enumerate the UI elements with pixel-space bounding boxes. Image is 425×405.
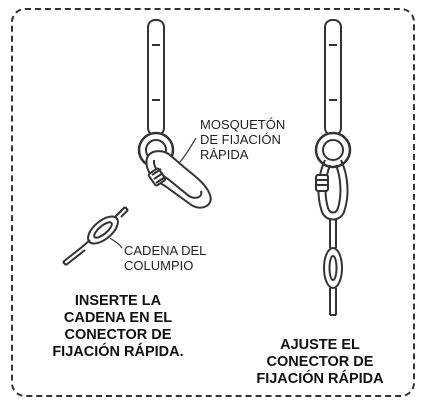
left-instruction-line-4: FIJACIÓN RÁPIDA.	[52, 344, 184, 360]
carabiner-label-line-2: DE FIJACIÓN	[200, 132, 281, 147]
left-instruction: INSERTE LA CADENA EN EL CONECTOR DE FIJA…	[30, 293, 206, 361]
chain-label: CADENA DEL COLUMPIO	[124, 243, 206, 273]
left-hanger-rod	[147, 19, 165, 136]
left-quick-link	[145, 150, 212, 209]
left-instruction-line-3: CONECTOR DE	[64, 327, 172, 343]
right-chain	[323, 220, 343, 316]
chain-label-line-1: CADENA DEL	[124, 243, 207, 258]
dashed-border-frame	[11, 8, 415, 397]
right-instruction-line-1: AJUSTE EL	[280, 337, 360, 353]
right-eye-ring	[314, 131, 352, 169]
carabiner-label-line-3: RÁPIDA	[200, 147, 249, 162]
right-instruction-line-2: CONECTOR DE	[266, 354, 374, 370]
carabiner-label: MOSQUETÓN DE FIJACIÓN RÁPIDA	[200, 117, 285, 162]
left-chain	[62, 206, 129, 266]
right-quick-link	[315, 159, 349, 221]
carabiner-label-line-1: MOSQUETÓN	[200, 117, 286, 132]
carabiner-leader-line	[179, 137, 197, 163]
right-instruction-line-3: FIJACIÓN RÁPIDA	[256, 371, 384, 387]
right-instruction: AJUSTE EL CONECTOR DE FIJACIÓN RÁPIDA	[232, 337, 408, 388]
right-hanger-rod	[324, 19, 342, 136]
left-instruction-line-1: INSERTE LA	[74, 293, 162, 309]
chain-label-line-2: COLUMPIO	[124, 258, 194, 273]
chain-leader-line	[109, 237, 123, 249]
left-instruction-line-2: CADENA EN EL	[63, 310, 173, 326]
